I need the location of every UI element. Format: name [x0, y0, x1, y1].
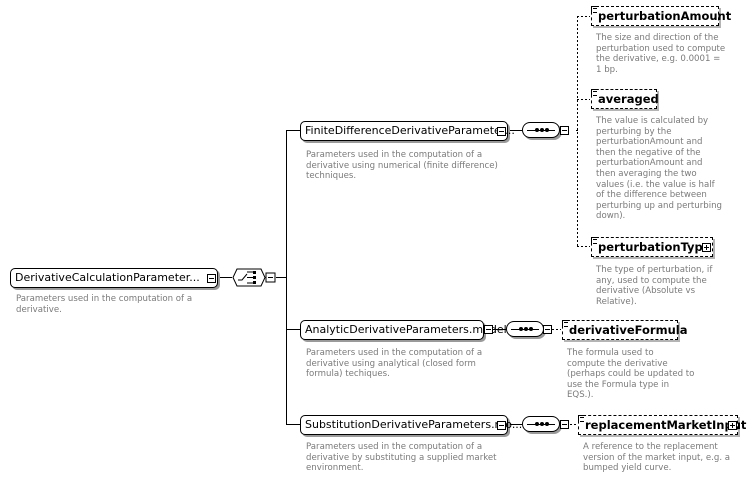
collapse-icon[interactable] [484, 325, 493, 334]
child-replacement-market-input[interactable]: replacementMarketInput [578, 415, 746, 435]
child-averaged-label: averaged [598, 92, 659, 106]
optional-attribute-icon [591, 237, 598, 244]
optional-attribute-icon [562, 320, 569, 327]
collapse-icon[interactable] [497, 127, 506, 136]
expand-icon[interactable] [728, 421, 737, 430]
branch-substitution[interactable]: SubstitutionDerivativeParameters.mo... [300, 415, 522, 435]
optional-attribute-icon [591, 89, 598, 96]
child-derivative-formula-doc: The formula used to compute the derivati… [567, 348, 695, 401]
child-perturbation-amount[interactable]: perturbationAmount [591, 6, 731, 26]
sequence-compositor[interactable] [522, 416, 560, 432]
sequence-compositor[interactable] [522, 122, 560, 138]
branch-analytic-label: AnalyticDerivativeParameters.model [305, 323, 507, 336]
branch-substitution-doc: Parameters used in the computation of a … [306, 442, 497, 474]
collapse-icon[interactable] [560, 126, 569, 135]
child-perturbation-amount-label: perturbationAmount [598, 9, 732, 23]
child-derivative-formula[interactable]: derivativeFormula [562, 320, 687, 340]
choice-icon [232, 268, 276, 287]
child-perturbation-type[interactable]: perturbationType [591, 237, 713, 257]
child-derivative-formula-label: derivativeFormula [569, 323, 688, 337]
root-element-doc: Parameters used in the computation of a … [16, 294, 193, 315]
child-replacement-market-input-doc: A reference to the replacement version o… [583, 442, 731, 474]
child-perturbation-amount-doc: The size and direction of the perturbati… [596, 33, 726, 75]
branch-analytic-doc: Parameters used in the computation of a … [306, 348, 483, 380]
child-averaged-doc: The value is calculated by perturbing by… [596, 116, 723, 222]
expand-icon[interactable] [702, 243, 711, 252]
sequence-compositor[interactable] [506, 321, 544, 337]
branch-finite-difference-label: FiniteDifferenceDerivativeParameter... [305, 124, 515, 137]
optional-attribute-icon [591, 6, 598, 13]
child-averaged[interactable]: averaged [591, 89, 659, 109]
collapse-icon[interactable] [207, 274, 216, 283]
child-perturbation-type-label: perturbationType [598, 240, 711, 254]
collapse-icon[interactable] [560, 420, 569, 429]
collapse-icon[interactable] [497, 421, 506, 430]
choice-compositor[interactable] [232, 268, 276, 287]
branch-finite-difference[interactable]: FiniteDifferenceDerivativeParameter... [300, 121, 515, 141]
branch-analytic[interactable]: AnalyticDerivativeParameters.model [300, 320, 507, 340]
branch-finite-difference-doc: Parameters used in the computation of a … [306, 150, 498, 182]
collapse-icon[interactable] [543, 325, 552, 334]
child-perturbation-type-doc: The type of perturbation, if any, used t… [596, 265, 713, 307]
root-element-label: DerivativeCalculationParameter... [15, 271, 200, 284]
optional-attribute-icon [578, 415, 585, 422]
child-replacement-market-input-label: replacementMarketInput [585, 418, 747, 432]
root-element[interactable]: DerivativeCalculationParameter... [10, 268, 218, 288]
branch-substitution-label: SubstitutionDerivativeParameters.mo... [305, 418, 523, 431]
